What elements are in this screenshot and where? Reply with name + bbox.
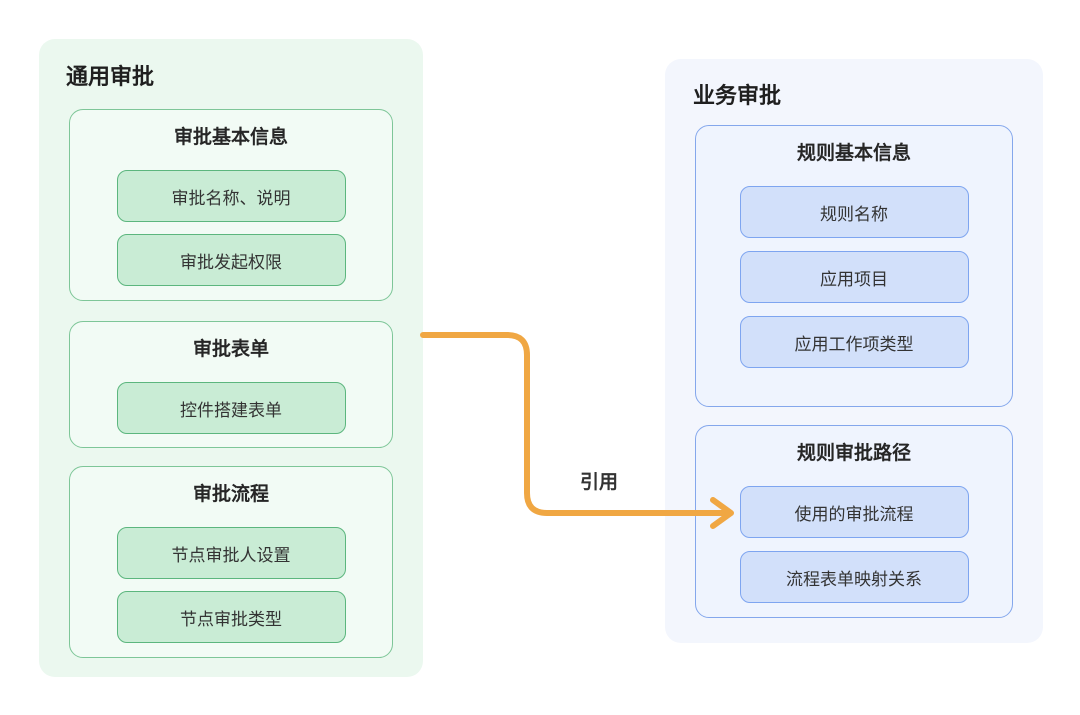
node-node-approval-type: 节点审批类型 xyxy=(116,591,346,643)
panel-business-approval: 业务审批 规则基本信息 规则名称 应用项目 应用工作项类型 规则审批路径 使用的… xyxy=(665,59,1043,643)
group-approval-form: 审批表单 控件搭建表单 xyxy=(69,321,393,448)
group-approval-process-title: 审批流程 xyxy=(192,484,269,505)
node-node-approver-setting: 节点审批人设置 xyxy=(116,527,346,579)
node-widget-built-form: 控件搭建表单 xyxy=(116,382,346,434)
group-rule-basic-info-title: 规则基本信息 xyxy=(796,143,911,164)
node-approval-name-description: 审批名称、说明 xyxy=(116,170,346,222)
reference-arrow-label: 引用 xyxy=(579,472,618,493)
node-applied-project: 应用项目 xyxy=(739,251,969,303)
group-rule-approval-path-title: 规则审批路径 xyxy=(796,443,911,464)
group-approval-basic-info: 审批基本信息 审批名称、说明 审批发起权限 xyxy=(69,109,393,301)
group-rule-approval-path: 规则审批路径 使用的审批流程 流程表单映射关系 xyxy=(695,425,1013,618)
group-approval-process: 审批流程 节点审批人设置 节点审批类型 xyxy=(69,466,393,658)
node-used-approval-process: 使用的审批流程 xyxy=(739,486,969,538)
node-applied-work-item-type: 应用工作项类型 xyxy=(739,316,969,368)
group-approval-basic-info-title: 审批基本信息 xyxy=(173,127,288,148)
group-rule-basic-info: 规则基本信息 规则名称 应用项目 应用工作项类型 xyxy=(695,125,1013,407)
general-approval-title: 通用审批 xyxy=(66,64,155,89)
business-approval-title: 业务审批 xyxy=(693,83,782,108)
node-rule-name: 规则名称 xyxy=(739,186,969,238)
panel-general-approval: 通用审批 审批基本信息 审批名称、说明 审批发起权限 审批表单 控件搭建表单 审… xyxy=(39,39,423,677)
node-approval-initiation-permission: 审批发起权限 xyxy=(116,234,346,286)
group-approval-form-title: 审批表单 xyxy=(192,339,269,360)
node-process-form-mapping: 流程表单映射关系 xyxy=(739,551,969,603)
